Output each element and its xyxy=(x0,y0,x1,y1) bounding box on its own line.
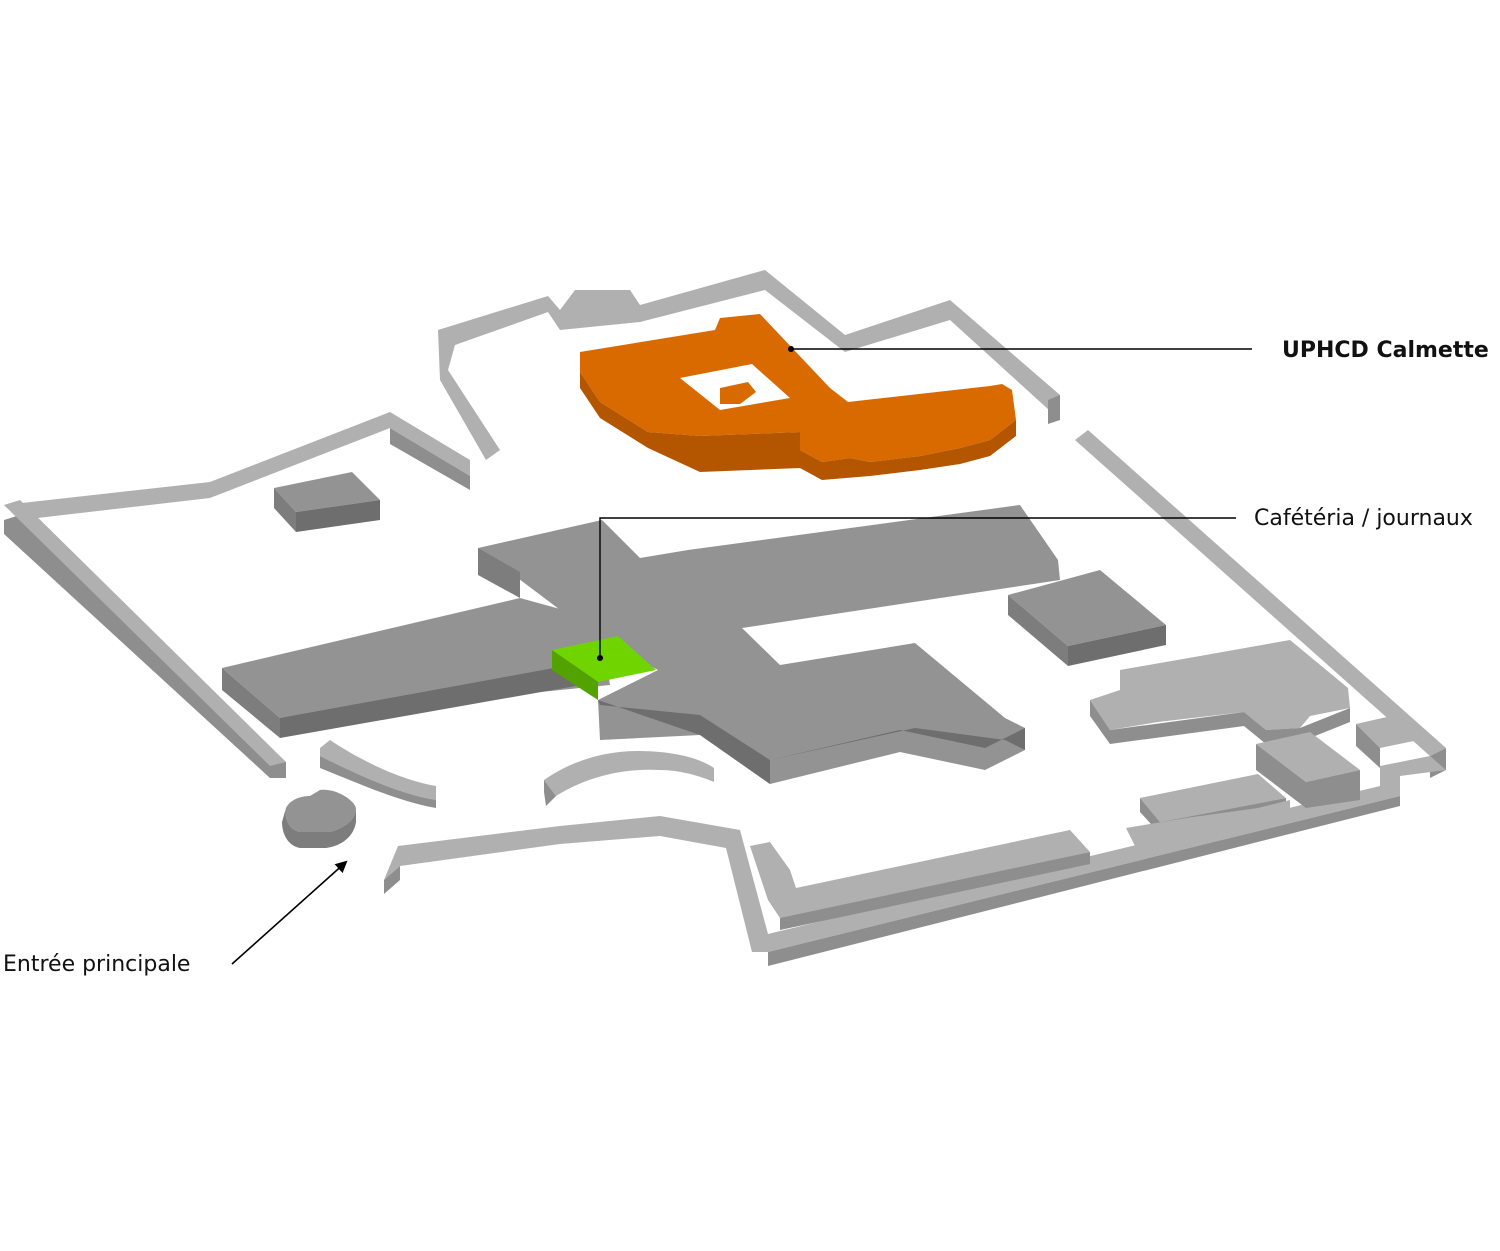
west-wing-front xyxy=(280,660,598,738)
east-long-building-top xyxy=(1090,640,1350,730)
uphcd-front-center xyxy=(648,432,822,480)
wall-south-top xyxy=(384,816,768,952)
south-strip-top xyxy=(750,830,1090,918)
south-building-long-top xyxy=(1126,800,1290,848)
east-annex-top xyxy=(1008,570,1166,646)
east-long-building-front xyxy=(1110,708,1350,744)
east-small-building-2-front xyxy=(1356,724,1380,768)
cafeteria-top xyxy=(552,636,656,682)
nw-building-front xyxy=(296,500,380,532)
wall-northwest-side xyxy=(390,428,470,490)
south-strip-front xyxy=(780,852,1090,930)
east-small-building-1-left xyxy=(1256,744,1306,808)
east-small-building-2-top xyxy=(1356,714,1428,748)
wall-southeast-side xyxy=(768,796,1400,966)
wall-south-side xyxy=(384,866,400,894)
uphcd-top xyxy=(580,314,1016,462)
perimeter-walls xyxy=(4,270,1446,966)
uphcd-calmette-building xyxy=(580,314,1016,480)
wall-north-top xyxy=(438,270,1060,460)
entrance-arrow xyxy=(231,860,348,965)
main-building-complex xyxy=(222,472,1166,784)
central-block-front xyxy=(598,700,770,784)
east-buildings xyxy=(750,640,1428,930)
cafeteria-area xyxy=(552,636,656,700)
entrance-features xyxy=(282,740,714,848)
wall-east-top xyxy=(1075,430,1446,756)
central-block-top xyxy=(478,505,1060,784)
cafeteria-label: Cafétéria / journaux xyxy=(1254,506,1473,531)
cafeteria-front xyxy=(552,650,598,700)
central-block-left-side xyxy=(478,548,520,598)
cafeteria-leader-line xyxy=(599,517,1236,658)
central-block-front-2 xyxy=(770,728,1025,760)
east-small-building-1-top xyxy=(1256,732,1360,782)
wall-north-side xyxy=(1048,395,1060,424)
uphcd-front-east xyxy=(822,420,1016,480)
east-annex-side xyxy=(1068,625,1166,666)
entrance-label: Entrée principale xyxy=(3,952,191,977)
curved-wall-west-side xyxy=(320,756,436,808)
curved-wall-center xyxy=(544,750,714,796)
uphcd-courtyard-inner-ring xyxy=(720,382,756,404)
west-wing-side xyxy=(222,668,280,738)
gatehouse-side xyxy=(282,808,356,848)
leader-lines xyxy=(231,346,1252,965)
uphcd-calmette-label: UPHCD Calmette xyxy=(1282,338,1489,363)
uphcd-front-west xyxy=(580,372,648,448)
east-small-building-1-front xyxy=(1306,770,1360,808)
east-annex-left xyxy=(1008,595,1068,666)
gatehouse-top xyxy=(285,789,356,832)
curved-wall-center-side xyxy=(544,780,556,806)
curved-wall-west xyxy=(320,740,436,800)
wall-southeast-top xyxy=(768,756,1446,952)
nw-building-top xyxy=(274,472,380,512)
east-long-building-left xyxy=(1090,700,1110,744)
wall-west-top xyxy=(4,500,286,766)
wall-northwest-top xyxy=(4,412,470,520)
south-east-building-top xyxy=(1140,774,1286,822)
nw-building-side xyxy=(274,488,296,532)
